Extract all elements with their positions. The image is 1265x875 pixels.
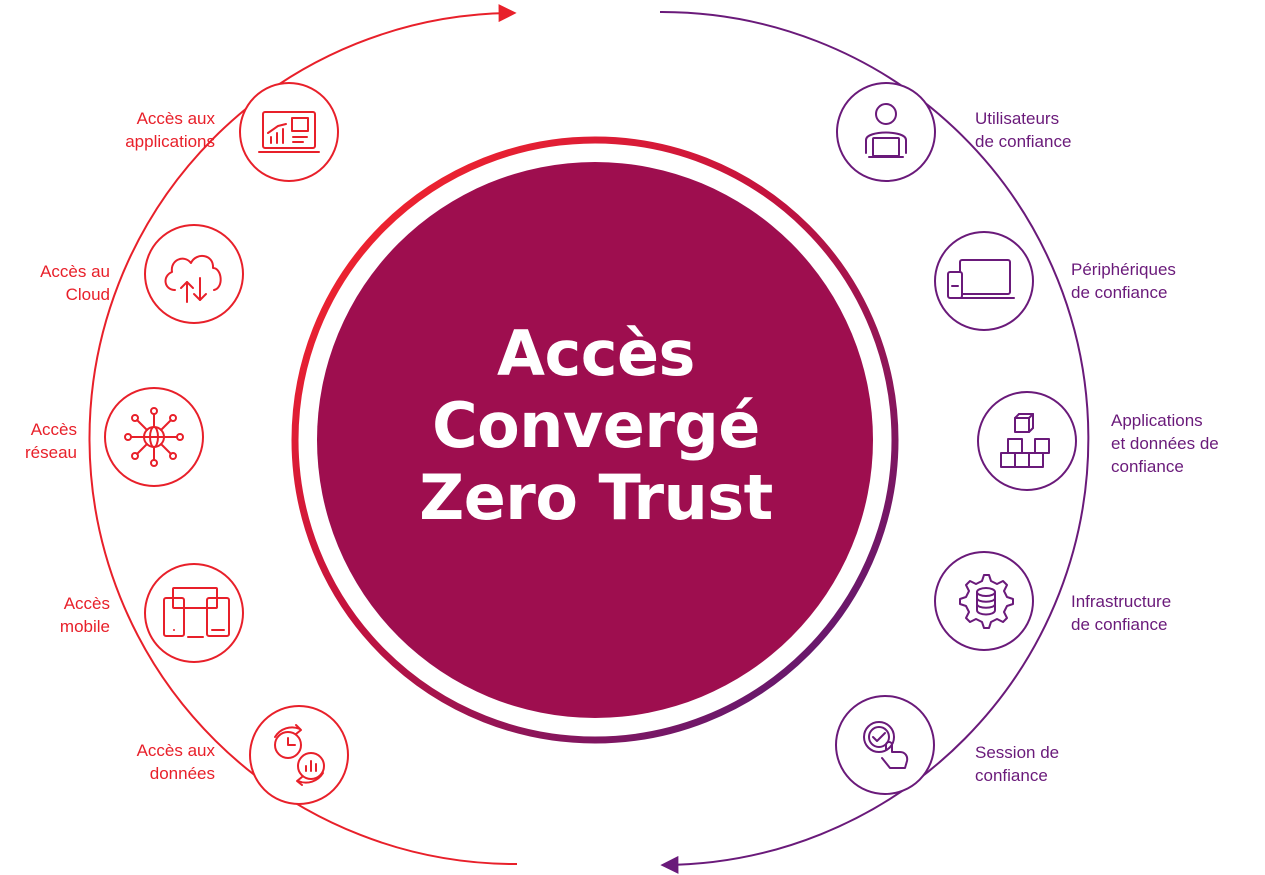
devices-icon (934, 231, 1034, 331)
right-cycle-arc (659, 10, 1090, 874)
center-title: Accès Convergé Zero Trust (346, 318, 846, 534)
center-disc (317, 162, 873, 718)
label-line: Session de (975, 743, 1060, 762)
label-trusted-infrastructure: Infrastructure de confiance (1071, 590, 1171, 636)
label-line: de confiance (1071, 283, 1168, 302)
label-line: confiance (975, 766, 1048, 785)
user-laptop-icon (836, 82, 936, 182)
label-applications-access: Accès aux applications (125, 107, 215, 153)
label-line: de confiance (1071, 615, 1168, 634)
label-line: Accès (30, 420, 77, 439)
label-trusted-session: Session de confiance (975, 741, 1059, 787)
cubes-icon (977, 391, 1077, 491)
label-line: mobile (59, 617, 110, 636)
cloud-transfer-icon (144, 224, 244, 324)
label-line: et données de (1111, 434, 1219, 453)
label-line: Infrastructure (1071, 592, 1172, 611)
label-line: Applications (1111, 411, 1203, 430)
title-line-2: Convergé (432, 389, 760, 462)
label-line: réseau (25, 443, 77, 462)
label-line: de confiance (975, 132, 1072, 151)
label-line: Accès au (40, 262, 110, 281)
label-line: Utilisateurs (975, 109, 1060, 128)
label-trusted-devices: Périphériques de confiance (1071, 258, 1176, 304)
title-line-3: Zero Trust (419, 461, 773, 534)
left-cycle-arc (88, 4, 518, 866)
label-mobile-access: Accès mobile (60, 592, 110, 638)
label-cloud-access: Accès au Cloud (40, 260, 110, 306)
gear-database-icon (934, 551, 1034, 651)
network-globe-icon (104, 387, 204, 487)
label-trusted-apps-data: Applications et données de confiance (1111, 409, 1219, 478)
label-line: Périphériques (1071, 260, 1176, 279)
mobile-devices-icon (144, 563, 244, 663)
label-line: Cloud (65, 285, 110, 304)
data-cycle-icon (249, 705, 349, 805)
label-line: Accès aux (136, 741, 215, 760)
label-line: Accès aux (136, 109, 215, 128)
title-line-1: Accès (497, 317, 695, 390)
label-line: confiance (1111, 457, 1184, 476)
label-line: Accès (63, 594, 110, 613)
label-line: applications (125, 132, 215, 151)
label-network-access: Accès réseau (25, 418, 77, 464)
label-trusted-users: Utilisateurs de confiance (975, 107, 1071, 153)
inner-ring (291, 136, 899, 744)
touch-check-icon (835, 695, 935, 795)
presentation-chart-icon (239, 82, 339, 182)
label-line: données (149, 764, 215, 783)
label-data-access: Accès aux données (137, 739, 215, 785)
